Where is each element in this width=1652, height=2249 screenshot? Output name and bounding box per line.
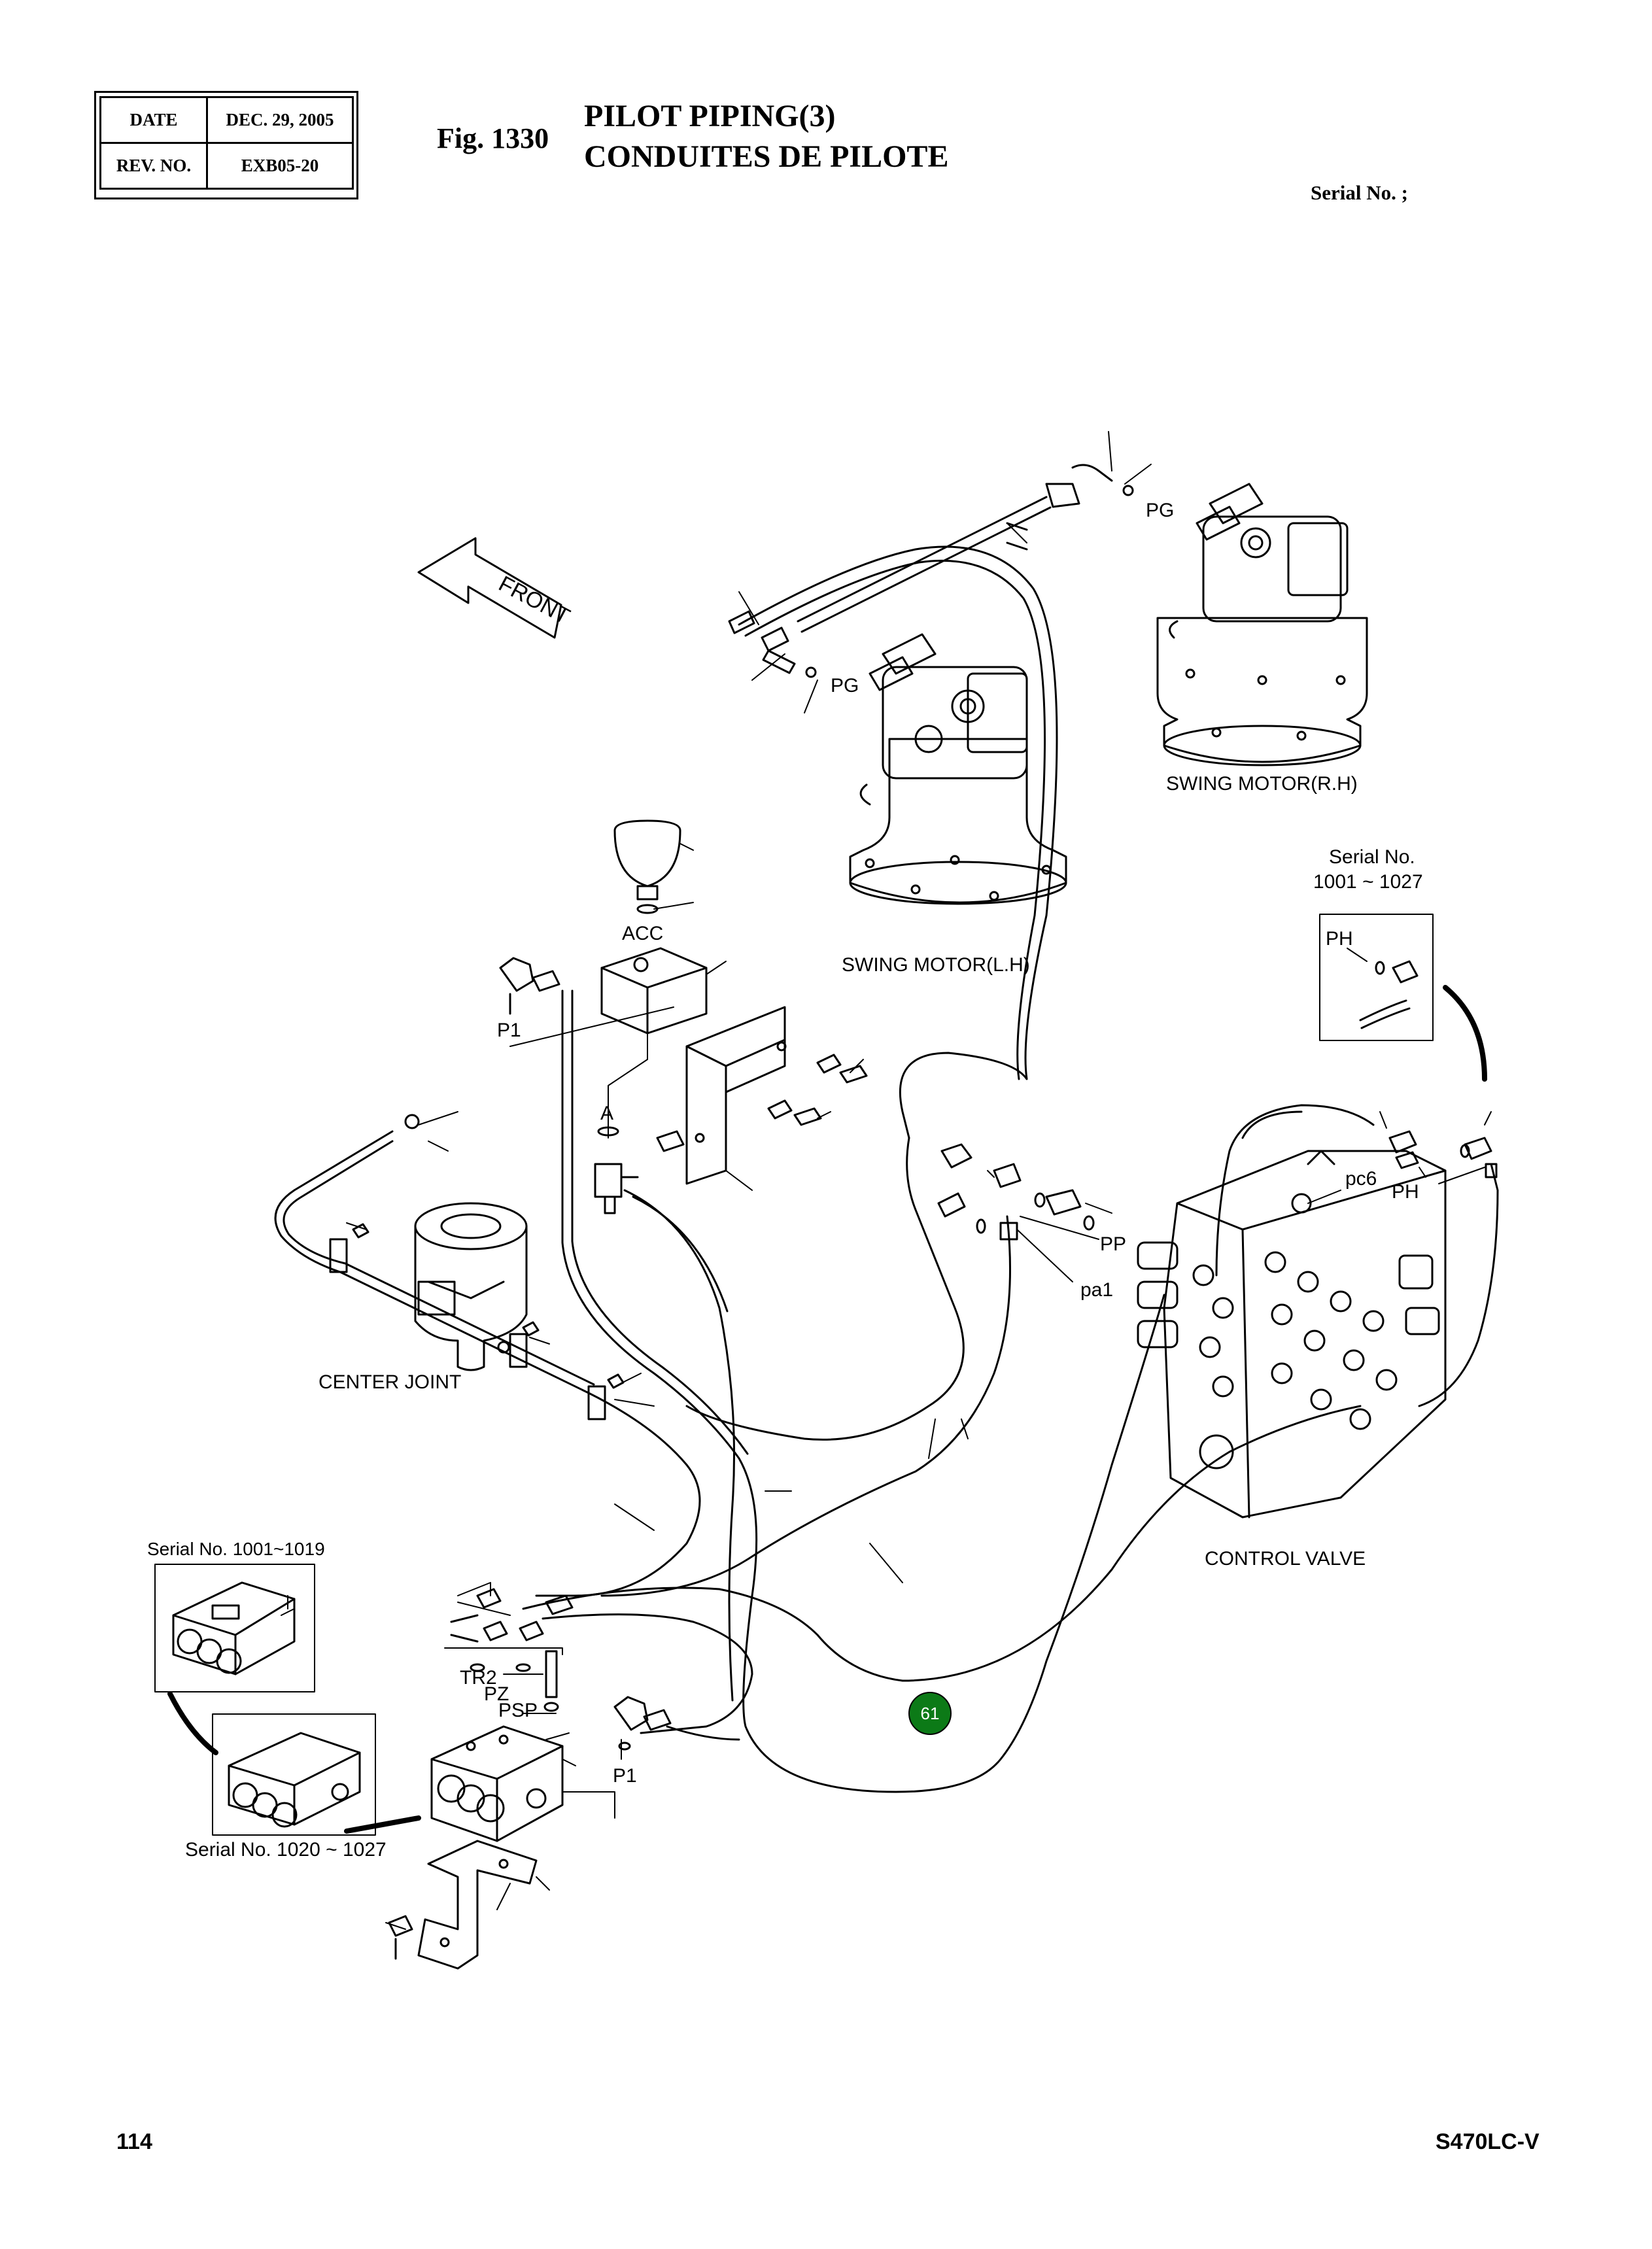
figure-number: Fig. 1330 — [437, 122, 549, 154]
control-valve — [1137, 1150, 1447, 1519]
date-label: DATE — [99, 96, 208, 144]
callout-61-number: 61 — [921, 1704, 940, 1723]
front-label: FRONT — [494, 572, 574, 630]
pc6-label: pc6 — [1345, 1168, 1377, 1190]
model-number: S470LC-V — [1436, 2129, 1540, 2154]
acc-label: ACC — [622, 923, 663, 944]
pp-fittings — [937, 1143, 1095, 1241]
title-french: CONDUITES DE PILOTE — [584, 139, 949, 174]
swing-motor-hoses — [728, 464, 1134, 1139]
header-frame — [94, 91, 358, 199]
serial-inset-box — [1319, 914, 1434, 1041]
leader-lines — [281, 431, 1492, 1930]
inset-pointer-main — [344, 1815, 421, 1834]
serial-inset-line2: 1001 ~ 1027 — [1313, 871, 1423, 893]
swing-motor-lh-label: SWING MOTOR(L.H) — [842, 954, 1030, 976]
a-label: A — [600, 1103, 613, 1124]
rev-label: REV. NO. — [99, 142, 208, 190]
valve-block-inset-1001-1019 — [154, 1564, 315, 1692]
center-joint-pipes — [274, 1114, 701, 1597]
front-arrow: FRONT — [417, 537, 574, 639]
accumulator-bracket — [656, 1006, 868, 1185]
date-value: DEC. 29, 2005 — [206, 96, 354, 144]
pz-label: PZ — [484, 1683, 509, 1705]
serial-inset-line1: Serial No. — [1329, 846, 1415, 868]
swing-motor-rh-label: SWING MOTOR(R.H) — [1166, 773, 1358, 795]
inset-pointer — [1443, 985, 1487, 1082]
ph-label: PH — [1392, 1181, 1419, 1203]
serial-number-label: Serial No. ; — [1311, 181, 1408, 204]
inset-pointer-lower — [167, 1691, 218, 1755]
p1-lower-label: P1 — [613, 1765, 637, 1787]
pc6-ph-fittings — [1388, 1130, 1498, 1178]
swing-motor-rh — [1156, 483, 1368, 766]
p1-lower-fitting — [613, 1696, 740, 1751]
pg-lower-label: PG — [831, 675, 859, 696]
serial-1020-1027-label: Serial No. 1020 ~ 1027 — [185, 1839, 387, 1861]
tr2-pz-psp-fittings — [450, 1588, 574, 1712]
p1-upper-fittings — [499, 957, 560, 1015]
pp-label: PP — [1100, 1233, 1126, 1255]
ph-inset-label: PH — [1326, 928, 1353, 950]
center-joint — [414, 1202, 528, 1371]
solenoid-valve-block — [430, 1725, 564, 1842]
title-english: PILOT PIPING(3) — [584, 99, 836, 133]
tr2-label: TR2 — [460, 1667, 497, 1689]
lower-bracket — [388, 1840, 538, 1970]
accumulator-block — [600, 947, 708, 1035]
pg-upper-label: PG — [1146, 500, 1174, 521]
pa1-label: pa1 — [1080, 1279, 1113, 1301]
callout-61[interactable]: 61 — [908, 1692, 952, 1735]
serial-1001-1019-label: Serial No. 1001~1019 — [147, 1539, 325, 1559]
p1-upper-label: P1 — [497, 1020, 521, 1041]
page-number: 114 — [116, 2129, 152, 2154]
swing-motor-lh — [849, 633, 1067, 905]
a-tee-fitting — [594, 1126, 639, 1214]
rev-value: EXB05-20 — [206, 142, 354, 190]
revision-table: DATE DEC. 29, 2005 REV. NO. EXB05-20 — [99, 96, 354, 190]
accumulator — [613, 819, 681, 914]
center-joint-label: CENTER JOINT — [318, 1371, 461, 1393]
valve-block-inset-1020-1027 — [212, 1713, 376, 1836]
psp-label: PSP — [498, 1700, 538, 1721]
control-valve-hoses — [522, 989, 1499, 1793]
control-valve-label: CONTROL VALVE — [1205, 1548, 1366, 1570]
